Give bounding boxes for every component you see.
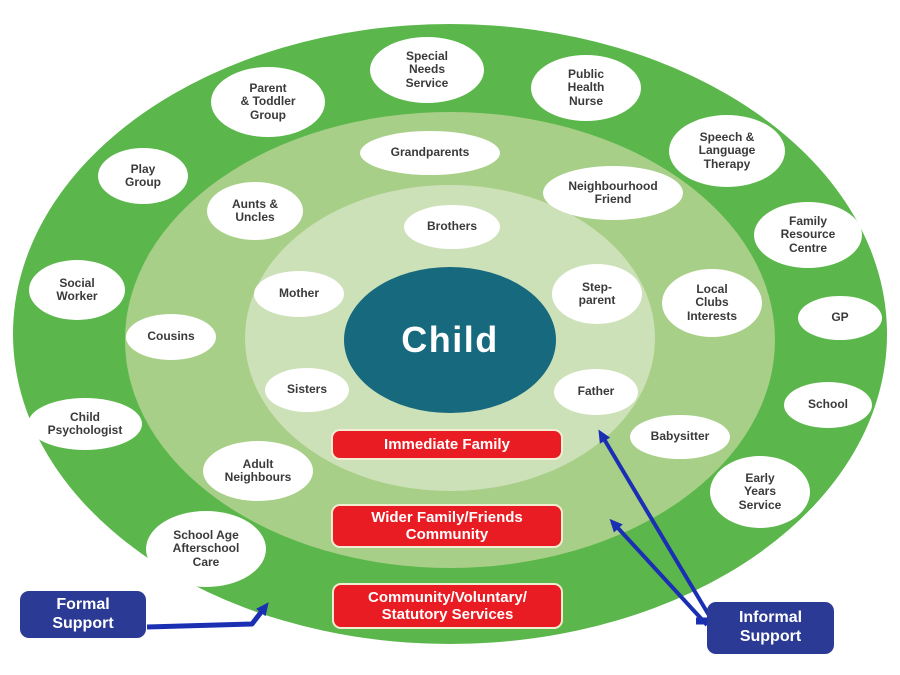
- formal-support-box: Formal Support: [20, 591, 146, 638]
- bubble-speech-language-therapy: Speech & Language Therapy: [669, 115, 785, 187]
- bubble-public-health-nurse: Public Health Nurse: [531, 55, 641, 121]
- child-label: Child: [401, 319, 499, 360]
- bubble-babysitter: Babysitter: [630, 415, 730, 459]
- bubble-adult-neighbours: Adult Neighbours: [203, 441, 313, 501]
- child-circle: Child: [344, 267, 556, 413]
- bubble-grandparents: Grandparents: [360, 131, 500, 175]
- bubble-father: Father: [554, 369, 638, 415]
- ring-label-immediate-family: Immediate Family: [331, 429, 563, 460]
- bubble-aunts-uncles: Aunts & Uncles: [207, 182, 303, 240]
- bubble-cousins: Cousins: [126, 314, 216, 360]
- bubble-child-psychologist: Child Psychologist: [28, 398, 142, 450]
- ring-label-community-voluntary-statutory-services: Community/Voluntary/ Statutory Services: [332, 583, 563, 629]
- bubble-mother: Mother: [254, 271, 344, 317]
- bubble-social-worker: Social Worker: [29, 260, 125, 320]
- formal-support-arrow: [146, 602, 269, 630]
- bubble-parent-toddler-group: Parent & Toddler Group: [211, 67, 325, 137]
- informal-support-box: Informal Support: [707, 602, 834, 654]
- bubble-school: School: [784, 382, 872, 428]
- bubble-family-resource-centre: Family Resource Centre: [754, 202, 862, 268]
- bubble-special-needs-service: Special Needs Service: [370, 37, 484, 103]
- bubble-sisters: Sisters: [265, 368, 349, 412]
- bubble-school-age-afterschool-care: School Age Afterschool Care: [146, 511, 266, 587]
- bubble-neighbourhood-friend: Neighbourhood Friend: [543, 166, 683, 220]
- bubble-step-parent: Step- parent: [552, 264, 642, 324]
- bubble-play-group: Play Group: [98, 148, 188, 204]
- bubble-local-clubs-interests: Local Clubs Interests: [662, 269, 762, 337]
- ring-label-wider-family-friends-community: Wider Family/Friends Community: [331, 504, 563, 548]
- bubble-brothers: Brothers: [404, 205, 500, 249]
- bubble-gp: GP: [798, 296, 882, 340]
- bubble-early-years-service: Early Years Service: [710, 456, 810, 528]
